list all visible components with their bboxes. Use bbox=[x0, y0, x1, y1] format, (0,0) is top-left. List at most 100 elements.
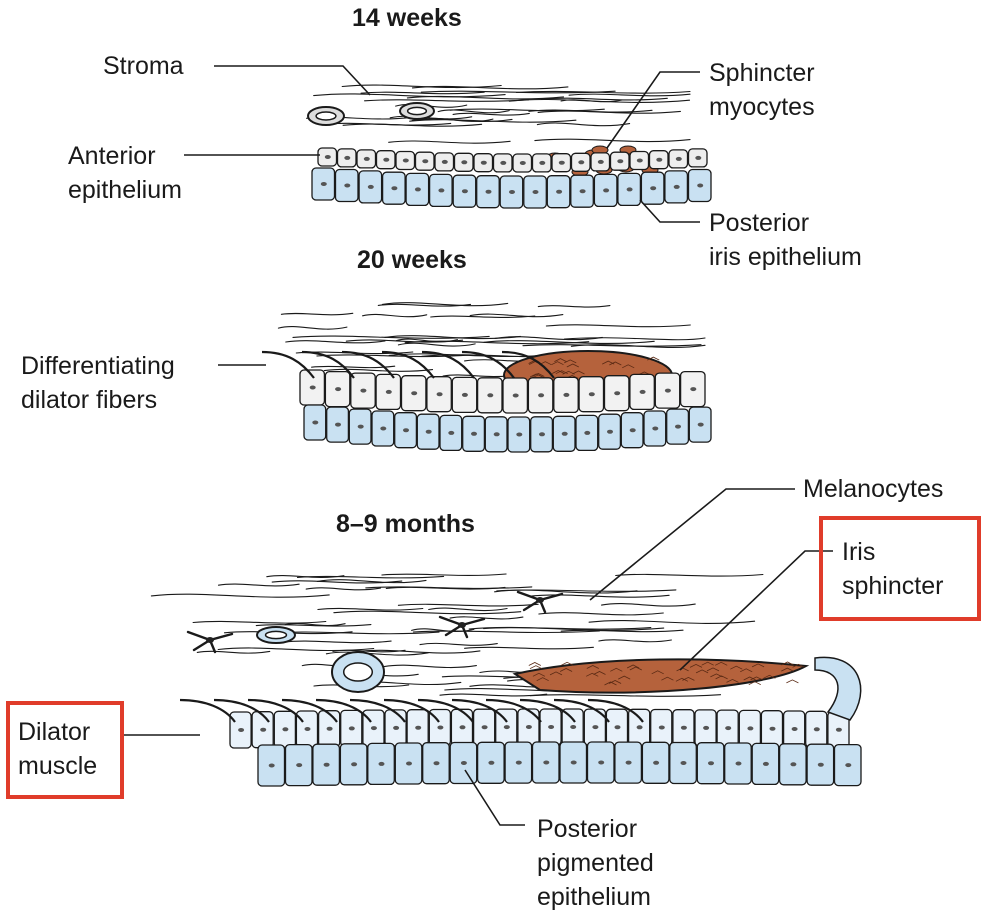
posterior-epithelium-cell-nucleus bbox=[607, 429, 613, 434]
vessel-lumen bbox=[264, 630, 288, 640]
dilator-fiber-8-9-months bbox=[383, 698, 440, 723]
sphincter-cell-outline bbox=[602, 360, 615, 365]
sphincter-cell-outline bbox=[554, 358, 567, 362]
anterior-epithelium-cell-nucleus bbox=[747, 726, 754, 731]
stroma-fiber bbox=[280, 312, 354, 316]
anterior-epithelium-cell-nucleus bbox=[690, 387, 697, 392]
panel-title-14-weeks: 14 weeks bbox=[352, 4, 462, 32]
anterior-epithelium-cell-nucleus bbox=[393, 725, 400, 730]
anterior-epithelium-cell-nucleus bbox=[597, 159, 604, 164]
stroma-fiber bbox=[292, 335, 490, 339]
stroma-fiber bbox=[452, 112, 530, 116]
dilator-fiber-8-9-months bbox=[213, 698, 270, 723]
stroma-fiber bbox=[362, 313, 428, 318]
anterior-epithelium-cell-nucleus bbox=[656, 157, 663, 162]
posterior-pigmented-cell-nucleus bbox=[378, 761, 385, 766]
sphincter-mass-8-9-months bbox=[512, 658, 810, 694]
anterior-epithelium-cell-nucleus bbox=[326, 726, 333, 731]
stroma-fiber bbox=[545, 324, 691, 328]
posterior-epithelium-cell-nucleus bbox=[461, 189, 468, 194]
posterior-pigmented-cell-nucleus bbox=[351, 762, 358, 767]
anterior-epithelium-cell-nucleus bbox=[415, 725, 422, 730]
posterior-epithelium-cell-nucleus bbox=[556, 189, 563, 194]
stroma-fiber bbox=[381, 302, 509, 307]
posterior-epithelium-cell-nucleus bbox=[603, 188, 610, 193]
posterior-epithelium-cell-nucleus bbox=[697, 183, 704, 188]
label-differentiating-dilator-fibers: Differentiating dilator fibers bbox=[21, 352, 175, 414]
dilator-fiber-8-9-months bbox=[519, 698, 576, 723]
posterior-pigmented-cell-nucleus bbox=[653, 760, 660, 765]
stroma-fiber bbox=[383, 664, 477, 669]
stroma-fiber bbox=[266, 574, 345, 578]
anterior-epithelium-cell-nucleus bbox=[487, 393, 494, 398]
posterior-epithelium-cell-nucleus bbox=[357, 424, 364, 429]
stroma-fiber bbox=[430, 315, 536, 319]
stroma-fiber bbox=[397, 342, 476, 347]
dilator-fiber-20-weeks bbox=[501, 350, 555, 379]
sphincter-cell-outline bbox=[781, 661, 794, 666]
stroma-fiber bbox=[529, 694, 722, 697]
posterior-epithelium-cell-nucleus bbox=[414, 187, 421, 192]
posterior-pigmented-cell-nucleus bbox=[515, 760, 522, 765]
anterior-epithelium-cell-nucleus bbox=[411, 391, 418, 396]
sphincter-cell-outline bbox=[586, 672, 599, 677]
sphincter-cell-outline bbox=[695, 669, 709, 674]
stroma-fiber bbox=[560, 629, 684, 633]
stroma-fiber bbox=[419, 117, 494, 122]
sphincter-cell-outline bbox=[552, 370, 565, 374]
posterior-pigmented-cell-nucleus bbox=[598, 760, 605, 765]
vessel-lumen bbox=[342, 662, 374, 682]
posterior-epithelium-cell-nucleus bbox=[697, 422, 704, 427]
dilator-fiber-20-weeks bbox=[301, 350, 355, 379]
anterior-epithelium-cell-nucleus bbox=[664, 388, 671, 393]
anterior-epithelium-cell-nucleus bbox=[680, 725, 687, 730]
stroma-fiber bbox=[483, 340, 655, 345]
stroma-fiber bbox=[494, 336, 603, 341]
stroma-fiber bbox=[568, 93, 691, 97]
posterior-epithelium-cell-nucleus bbox=[320, 182, 327, 186]
panel-title-8-9-months: 8–9 months bbox=[336, 510, 475, 538]
posterior-epithelium-cell-nucleus bbox=[367, 184, 374, 189]
posterior-epithelium-cell-nucleus bbox=[539, 432, 545, 437]
stroma-fiber bbox=[397, 603, 539, 607]
anterior-epithelium-cell-nucleus bbox=[658, 725, 665, 730]
stroma-fiber bbox=[381, 573, 507, 576]
stroma-fiber bbox=[271, 580, 403, 584]
posterior-epithelium-cell-nucleus bbox=[629, 428, 636, 433]
anterior-epithelium-cell-nucleus bbox=[539, 160, 546, 165]
anterior-epithelium-cell-nucleus bbox=[570, 725, 577, 729]
anterior-epithelium-cell-nucleus bbox=[335, 387, 342, 392]
label-posterior-pigmented-epithelium: Posterior pigmented epithelium bbox=[537, 815, 654, 911]
label-anterior-epithelium: Anterior epithelium bbox=[68, 142, 182, 204]
anterior-epithelium-cell-nucleus bbox=[695, 155, 702, 160]
posterior-epithelium-cell-nucleus bbox=[584, 430, 591, 435]
stroma-fiber bbox=[412, 630, 600, 634]
melanocyte-cells bbox=[186, 590, 564, 654]
stroma-fiber bbox=[615, 573, 764, 577]
sphincter-cell-outline bbox=[549, 671, 563, 676]
stroma-fiber bbox=[285, 340, 386, 344]
sphincter-cell-outline bbox=[661, 676, 674, 681]
sphincter-cell-outline bbox=[786, 679, 799, 684]
posterior-epithelium-cell-nucleus bbox=[471, 431, 477, 436]
anterior-epithelium-cell-nucleus bbox=[592, 725, 599, 730]
anterior-epithelium-cell-nucleus bbox=[461, 392, 468, 397]
anterior-epithelium-cell-nucleus bbox=[238, 728, 245, 732]
posterior-epithelium-cell-nucleus bbox=[626, 187, 633, 192]
anterior-epithelium-cell-nucleus bbox=[309, 385, 316, 390]
sphincter-cell-outline bbox=[532, 374, 545, 379]
stroma-fiber bbox=[601, 603, 696, 607]
posterior-epithelium-cell-nucleus bbox=[509, 190, 515, 194]
posterior-epithelium-cell-nucleus bbox=[652, 426, 659, 431]
sphincter-cell-outline bbox=[560, 661, 574, 666]
stroma-fiber bbox=[282, 640, 392, 644]
anterior-epithelium-cell-nucleus bbox=[617, 159, 624, 164]
anterior-epithelium-cell-nucleus bbox=[436, 392, 443, 397]
posterior-pigmented-cell-nucleus bbox=[817, 762, 824, 767]
stroma-fiber bbox=[537, 110, 681, 114]
stroma-fiber bbox=[365, 586, 533, 589]
stroma-fibers bbox=[150, 84, 764, 697]
stroma-fiber bbox=[384, 335, 521, 340]
posterior-pigmented-cell-nucleus bbox=[735, 761, 742, 766]
anterior-epithelium-cell-nucleus bbox=[614, 725, 621, 730]
